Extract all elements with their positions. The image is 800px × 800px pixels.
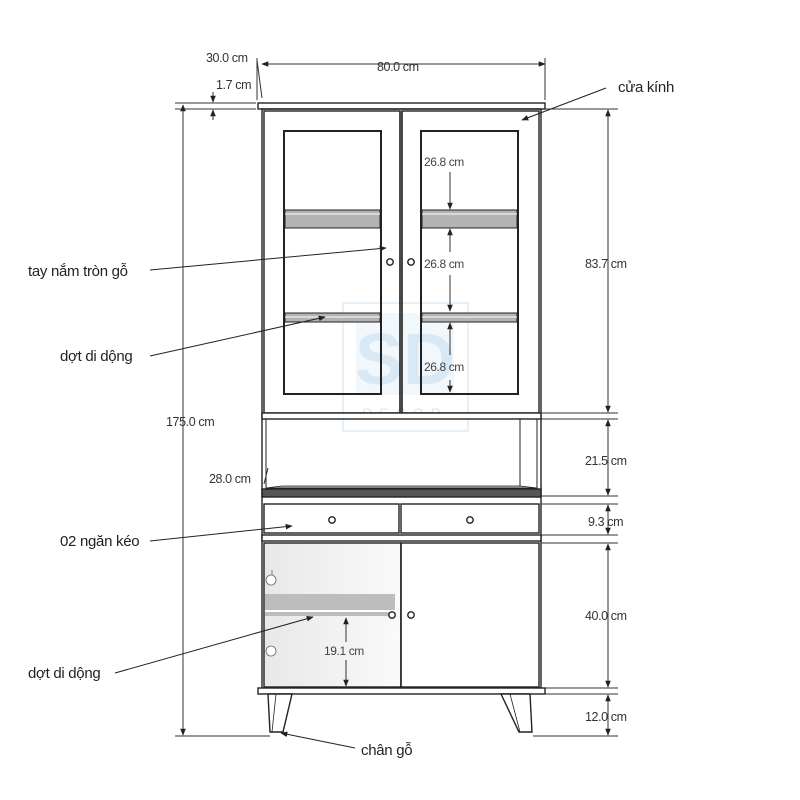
shelf-gap-1-dim: 26.8 cm [424,155,464,169]
upper-section-dim: 83.7 cm [585,257,627,271]
open-shelf-depth-dim: 28.0 cm [209,472,251,486]
label-adjustable-shelf-lower: dợt di dộng [28,665,100,682]
total-height-dim: 175.0 cm [166,415,214,429]
label-adjustable-shelf-upper: dợt di dộng [60,348,132,365]
drawers[interactable] [263,503,540,534]
lower-shelf-gap-dim: 19.1 cm [324,644,364,658]
lower-section-dim: 40.0 cm [585,609,627,623]
shelf-gap-2-dim: 26.8 cm [424,257,464,271]
label-glass-door: cửa kính [618,79,674,96]
top-board [257,102,546,110]
callout-labels: cửa kính tay nắm tròn gỗ dợt di dộng 02 … [28,79,674,759]
door-handle-left[interactable] [386,258,394,266]
drawer-knob-right [466,516,474,524]
lower-adjustable-shelf [265,570,395,657]
open-shelf [261,419,542,498]
wood-legs [267,693,533,733]
depth-dim: 30.0 cm [206,51,248,65]
top-thickness-dim: 1.7 cm [216,78,251,92]
shelf-gap-3-dim: 26.8 cm [424,360,464,374]
door-handle-right[interactable] [407,258,415,266]
drawer-knob-left [328,516,336,524]
upper-glass-doors[interactable] [263,110,540,414]
cabinet [257,102,546,733]
label-drawers: 02 ngăn kéo [60,533,139,550]
label-round-handle: tay nắm tròn gỗ [28,263,128,280]
dimension-text: 30.0 cm 80.0 cm 1.7 cm 175.0 cm 83.7 cm … [166,51,627,724]
bottom-plinth [257,687,546,695]
lower-handle-left[interactable] [388,611,396,619]
legs-dim: 12.0 cm [585,710,627,724]
open-shelf-dim: 21.5 cm [585,454,627,468]
dimension-lines [175,58,618,737]
lower-handle-right[interactable] [407,611,415,619]
width-dim: 80.0 cm [377,60,419,74]
label-wood-legs: chân gỗ [361,742,412,759]
upper-adjustable-shelves [284,209,518,323]
watermark-logo: SD DECOR [342,302,469,432]
watermark-letters: SD [355,320,455,400]
drawer-dim: 9.3 cm [588,515,623,529]
callout-leaders [114,87,607,749]
